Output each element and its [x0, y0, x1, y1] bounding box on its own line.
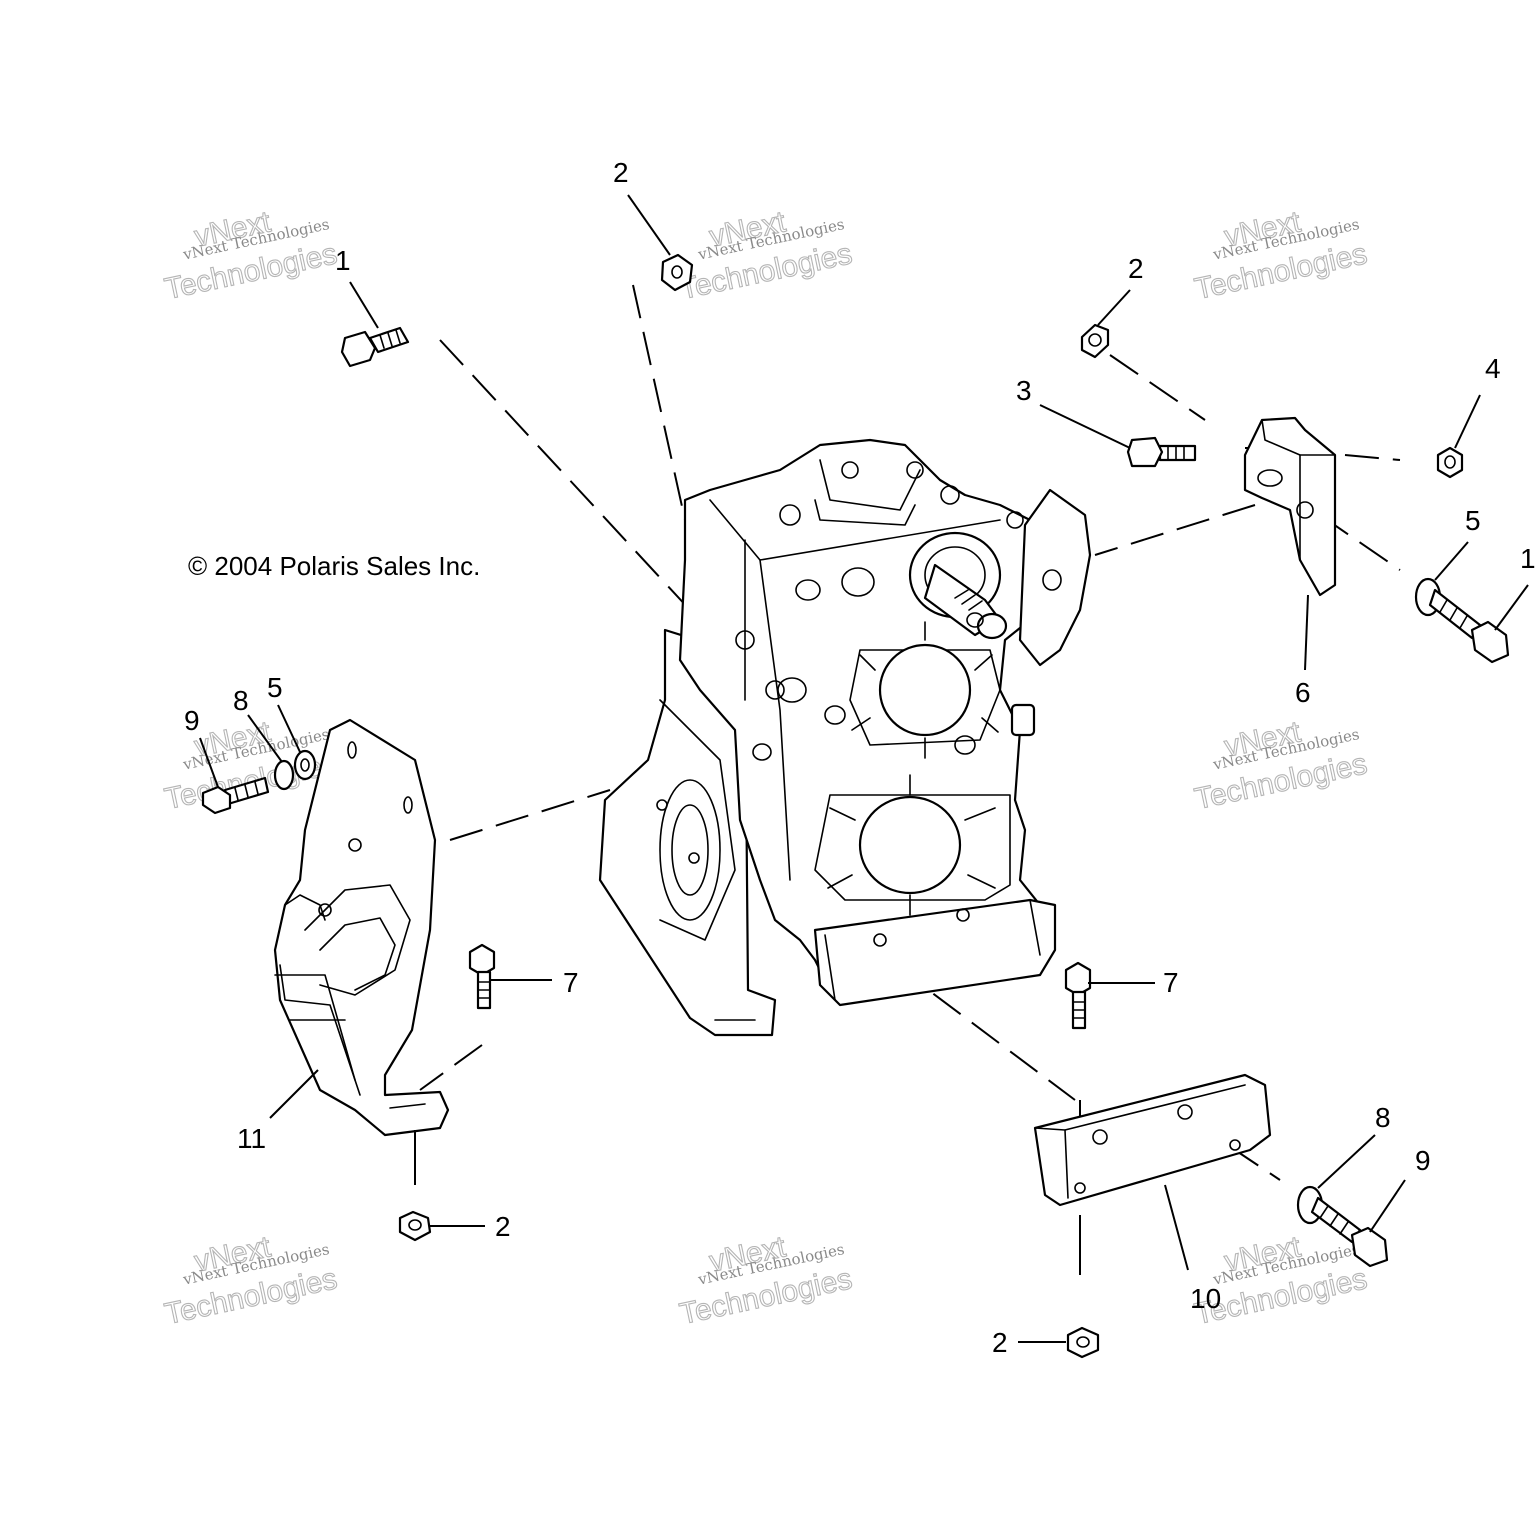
callout-3: 3 — [1016, 375, 1032, 406]
callout-5-right: 5 — [1465, 505, 1481, 536]
copyright-text: © 2004 Polaris Sales Inc. — [188, 551, 480, 581]
callout-4: 4 — [1485, 353, 1501, 384]
washer-8-left — [273, 759, 295, 791]
watermark-top-right: vNext vNext Technologies Technologies — [1191, 205, 1370, 307]
nut-2-bottom-right — [1066, 1326, 1100, 1359]
bolt-7-left — [468, 943, 496, 1010]
nut-4 — [1436, 446, 1464, 479]
washer-5-left — [293, 749, 317, 781]
callout-2-bottom-left: 2 — [495, 1211, 511, 1242]
watermark-bottom-left: vNext vNext Technologies Technologies — [161, 1230, 340, 1332]
nut-2-top — [660, 253, 694, 292]
callout-5-left: 5 — [267, 672, 283, 703]
bolt-9-right — [1310, 1196, 1389, 1268]
callout-1-top: 1 — [335, 245, 351, 276]
leader-lines — [199, 194, 1529, 1343]
callout-2-top: 2 — [613, 157, 629, 188]
bolt-3 — [1126, 436, 1197, 468]
watermark-bottom-center: vNext vNext Technologies Technologies — [676, 1230, 855, 1332]
callout-11: 11 — [237, 1123, 266, 1154]
left-mount-bracket-part-11 — [273, 718, 450, 1137]
watermark-top-center: vNext vNext Technologies Technologies — [676, 205, 855, 307]
callout-2-bottom-right: 2 — [992, 1327, 1008, 1358]
callout-8-left: 8 — [233, 685, 249, 716]
callout-labels: 1 2 2 3 4 5 1 6 9 8 5 7 7 11 2 8 9 10 2 — [184, 157, 1536, 1358]
bolt-9-left — [201, 776, 270, 815]
callout-9-left: 9 — [184, 705, 200, 736]
watermark-top-left: vNext vNext Technologies Technologies — [161, 205, 340, 307]
callout-8-right: 8 — [1375, 1102, 1391, 1133]
bolt-1-right — [1428, 588, 1510, 664]
callout-2-right: 2 — [1128, 253, 1144, 284]
nut-2-right — [1080, 323, 1110, 359]
lower-gear-hub — [814, 774, 1011, 916]
bolt-1-top-left — [340, 326, 410, 368]
upper-gear-hub — [849, 621, 1001, 759]
nut-2-bottom-left — [398, 1210, 432, 1242]
bottom-skid-plate-part-10 — [1033, 1073, 1272, 1207]
callout-9-right: 9 — [1415, 1145, 1431, 1176]
gearcase-assembly — [598, 438, 1092, 1037]
callout-10: 10 — [1190, 1283, 1221, 1314]
callout-1-right: 1 — [1520, 543, 1536, 574]
gearcase-bottom-skid — [813, 898, 1057, 1007]
bolt-7-right — [1064, 961, 1092, 1030]
callout-7-left: 7 — [563, 967, 579, 998]
callout-7-right: 7 — [1163, 967, 1179, 998]
sensor-nub — [1010, 703, 1036, 737]
callout-6: 6 — [1295, 677, 1311, 708]
gearcase-left-mount-bracket — [598, 628, 777, 1037]
watermark-mid-right: vNext vNext Technologies Technologies — [1191, 715, 1370, 817]
gearcase-right-ear — [1018, 488, 1092, 667]
right-mount-bracket-part-6 — [1243, 416, 1337, 597]
